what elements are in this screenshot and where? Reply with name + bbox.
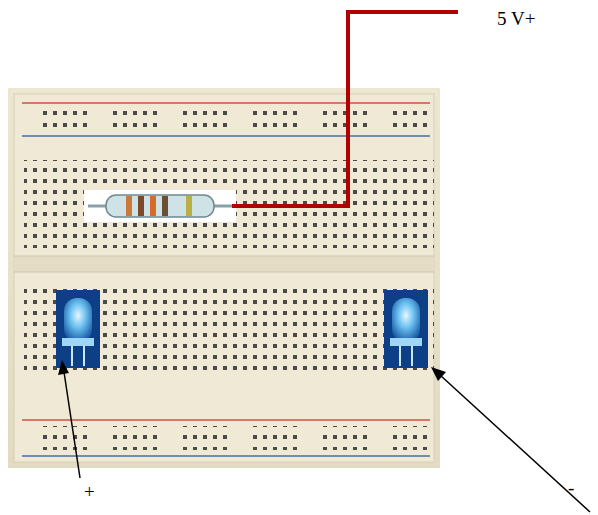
lower-terminal-holes xyxy=(24,285,434,373)
top-rail-holes xyxy=(40,107,430,131)
polarity-label: - xyxy=(568,478,574,499)
supply-wire xyxy=(232,12,458,206)
polarity-label: + xyxy=(84,482,95,503)
breadboard-body xyxy=(8,88,440,468)
leader-arrow xyxy=(58,360,80,478)
upper-terminal-holes xyxy=(24,160,434,248)
leader-arrow xyxy=(431,367,590,512)
bottom-rail-holes xyxy=(40,426,430,450)
supply-label: 5 V+ xyxy=(497,9,535,30)
resistor-symbol xyxy=(84,190,236,222)
led-symbol xyxy=(384,290,428,368)
led-symbol xyxy=(56,290,100,368)
